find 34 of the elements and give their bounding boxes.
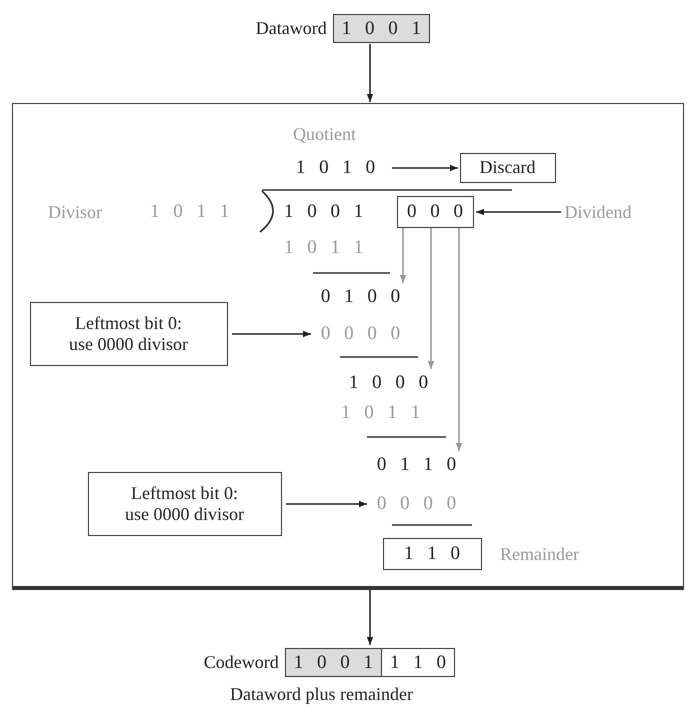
bit-row: 0 1 0 0 [312,284,408,310]
arrow [366,44,374,102]
field-label: Codeword [204,651,279,674]
arrow [400,228,406,283]
arrow [476,208,561,216]
text-label: Divisor [48,201,102,224]
bit-row-text: 1 0 1 1 [150,200,230,224]
arrow [392,164,458,172]
arrow [366,590,374,645]
bit-row: 0 0 0 0 [368,490,464,516]
bit-group: 1 0 0 1 [286,648,381,676]
arrow [286,500,367,508]
bit-row-text: 1 0 1 1 [341,401,420,425]
bit-row-text: 1 0 0 1 [284,200,364,224]
bit-box: 1 1 0 [382,538,482,570]
bit-row: 1 0 0 0 [340,370,436,396]
arrow [428,228,434,369]
bit-box: Discard [460,152,556,182]
bit-row: 1 0 1 0 [284,154,388,180]
bit-row: 0 1 1 0 [368,452,464,478]
arrow [456,228,462,451]
field-label: Dataword [256,17,327,40]
frame-box [12,103,684,590]
bit-group: 1 0 0 1 [334,14,429,42]
text-label: Quotient [293,123,356,146]
dividend-label: Dividend [564,198,664,224]
remainder-label: Remainder [500,543,579,566]
bit-row-text: 1 0 1 1 [284,236,364,260]
note-box: Leftmost bit 0: use 0000 divisor [30,302,228,366]
note-box: Leftmost bit 0: use 0000 divisor [88,472,282,536]
node-label: Dataword plus remainder [230,683,413,706]
bit-row: 0 0 0 0 [312,320,408,346]
arrow [232,330,311,338]
bit-box: 0 0 0 [396,196,474,228]
